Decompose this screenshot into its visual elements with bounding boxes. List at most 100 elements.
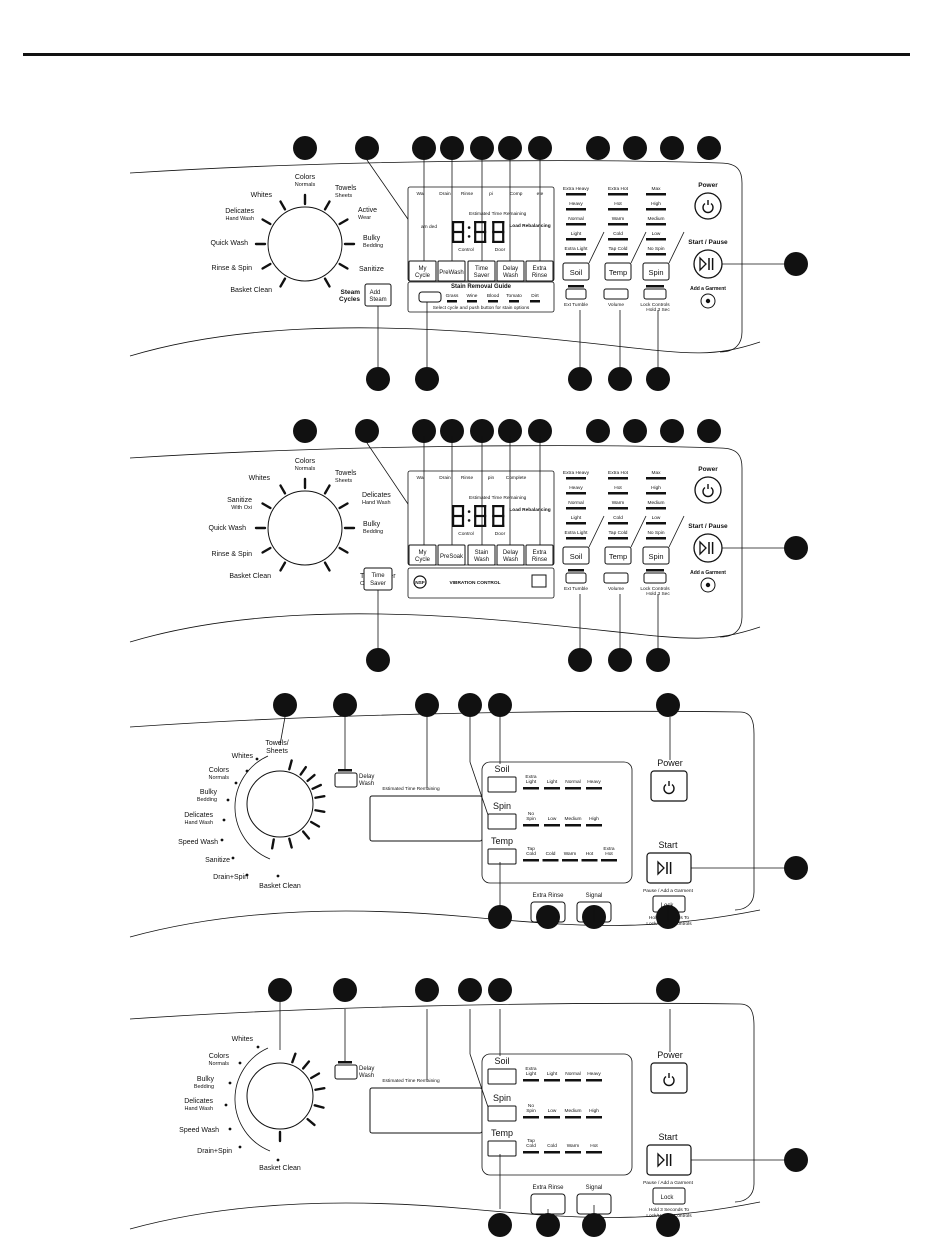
temp-option-indicator xyxy=(586,1151,602,1154)
cycle-label: Speed Wash xyxy=(178,839,218,846)
panel-option-button[interactable] xyxy=(496,260,525,282)
play-icon xyxy=(657,860,665,876)
soil-level-indicator xyxy=(566,492,586,495)
panel-option-button[interactable] xyxy=(467,260,496,282)
callout-marker xyxy=(498,419,522,443)
status-label: Drain xyxy=(439,191,451,197)
spin-label: Spin xyxy=(493,801,511,811)
spin-level-indicator xyxy=(646,253,666,256)
temp-button[interactable] xyxy=(487,1140,517,1157)
soil-option-indicator xyxy=(544,1079,560,1082)
power-button[interactable] xyxy=(694,192,722,220)
callout-marker xyxy=(784,536,808,560)
volume-button[interactable] xyxy=(603,572,629,584)
temp-button[interactable] xyxy=(604,546,632,565)
status-label: Rinse xyxy=(461,191,474,197)
time-display xyxy=(369,795,483,842)
temp-button[interactable] xyxy=(604,262,632,281)
ext-tumble-button[interactable] xyxy=(565,572,587,584)
cycle-dial[interactable] xyxy=(267,490,343,566)
panel-option-button[interactable] xyxy=(408,260,437,282)
leader-line xyxy=(588,515,605,548)
stain-button[interactable] xyxy=(418,291,442,303)
soil-option-indicator xyxy=(586,787,602,790)
soil-button[interactable] xyxy=(562,546,590,565)
temp-label: Temp xyxy=(491,1128,513,1138)
start-button[interactable] xyxy=(646,1144,692,1176)
cycle-dot xyxy=(220,838,224,842)
spin-level-indicator xyxy=(646,507,666,510)
cycle-sublabel: Bedding xyxy=(197,797,217,803)
temp-option-label: Extra xyxy=(603,846,615,852)
cycle-label: Basket Clean xyxy=(259,1165,301,1172)
panel-option-button[interactable] xyxy=(437,260,466,282)
power-button[interactable] xyxy=(694,476,722,504)
cycle-dot xyxy=(228,1081,232,1085)
cycle-dial[interactable] xyxy=(246,770,314,838)
spin-level-label: Max xyxy=(651,470,661,476)
cycle-sublabel: Bedding xyxy=(363,243,383,249)
time-display xyxy=(369,1087,483,1134)
panel-option-button[interactable] xyxy=(525,260,554,282)
start-pause-button[interactable] xyxy=(693,533,723,563)
cycle-label: Delicates xyxy=(225,208,254,215)
dial-tick xyxy=(323,561,331,572)
lock-controls-button[interactable] xyxy=(643,572,667,584)
soil-option-label: Normal xyxy=(565,1071,580,1077)
callout-marker xyxy=(273,693,297,717)
spin-option-indicator xyxy=(544,1116,560,1119)
power-label: Power xyxy=(657,1050,683,1060)
panel-option-button[interactable] xyxy=(496,544,525,566)
cycle-sublabel: Normals xyxy=(295,182,316,188)
stain-note: Select cycle and push button for stain o… xyxy=(433,305,530,311)
spin-button[interactable] xyxy=(487,1105,517,1122)
soil-button[interactable] xyxy=(562,262,590,281)
volume-button[interactable] xyxy=(603,288,629,300)
dial-tick xyxy=(338,502,349,510)
dial-tick xyxy=(309,1072,321,1080)
cycle-dial[interactable] xyxy=(246,1062,314,1130)
dial-tick xyxy=(311,783,322,790)
callout-marker xyxy=(656,693,680,717)
soil-button[interactable] xyxy=(487,776,517,793)
cycle-label: Quick Wash xyxy=(209,525,247,532)
start-button[interactable] xyxy=(646,852,692,884)
delay-wash-button[interactable] xyxy=(334,1064,358,1080)
spin-option-label: High xyxy=(589,1108,599,1114)
temp-option-label: Warm xyxy=(567,1143,580,1149)
cycle-dial[interactable] xyxy=(267,206,343,282)
callout-marker xyxy=(623,136,647,160)
lock-button[interactable] xyxy=(652,1187,686,1205)
panel-option-button[interactable] xyxy=(467,544,496,566)
volume-label: Volume xyxy=(608,302,624,308)
spin-button[interactable] xyxy=(642,546,670,565)
spin-button[interactable] xyxy=(642,262,670,281)
hold-to-lock-label: Hold 3 Seconds To xyxy=(649,1207,690,1213)
panel-option-button[interactable] xyxy=(408,544,437,566)
spin-level-indicator xyxy=(646,223,666,226)
delay-wash-button[interactable] xyxy=(334,772,358,788)
soil-level-indicator xyxy=(566,193,586,196)
status-label: Wa xyxy=(416,191,423,197)
dial-tick xyxy=(306,1117,316,1127)
temp-level-label: Cold xyxy=(613,231,623,237)
option-button-label: Saver xyxy=(474,273,490,279)
callout-marker xyxy=(656,1213,680,1237)
dial-tick xyxy=(279,277,287,288)
lock-controls-button[interactable] xyxy=(643,288,667,300)
panel-option-button[interactable] xyxy=(437,544,466,566)
callout-marker xyxy=(488,978,512,1002)
temp-option-indicator xyxy=(565,1151,581,1154)
temp-option-label: Hot xyxy=(605,851,613,857)
spin-level-indicator xyxy=(646,193,666,196)
panel-option-button[interactable] xyxy=(525,544,554,566)
soil-button[interactable] xyxy=(487,1068,517,1085)
spin-button[interactable] xyxy=(487,813,517,830)
panel-top-edge xyxy=(129,445,721,459)
temp-button[interactable] xyxy=(487,848,517,865)
soil-option-indicator xyxy=(565,787,581,790)
start-pause-button[interactable] xyxy=(693,249,723,279)
power-icon xyxy=(702,202,714,214)
temp-option-label: Cold xyxy=(546,851,556,857)
ext-tumble-button[interactable] xyxy=(565,288,587,300)
